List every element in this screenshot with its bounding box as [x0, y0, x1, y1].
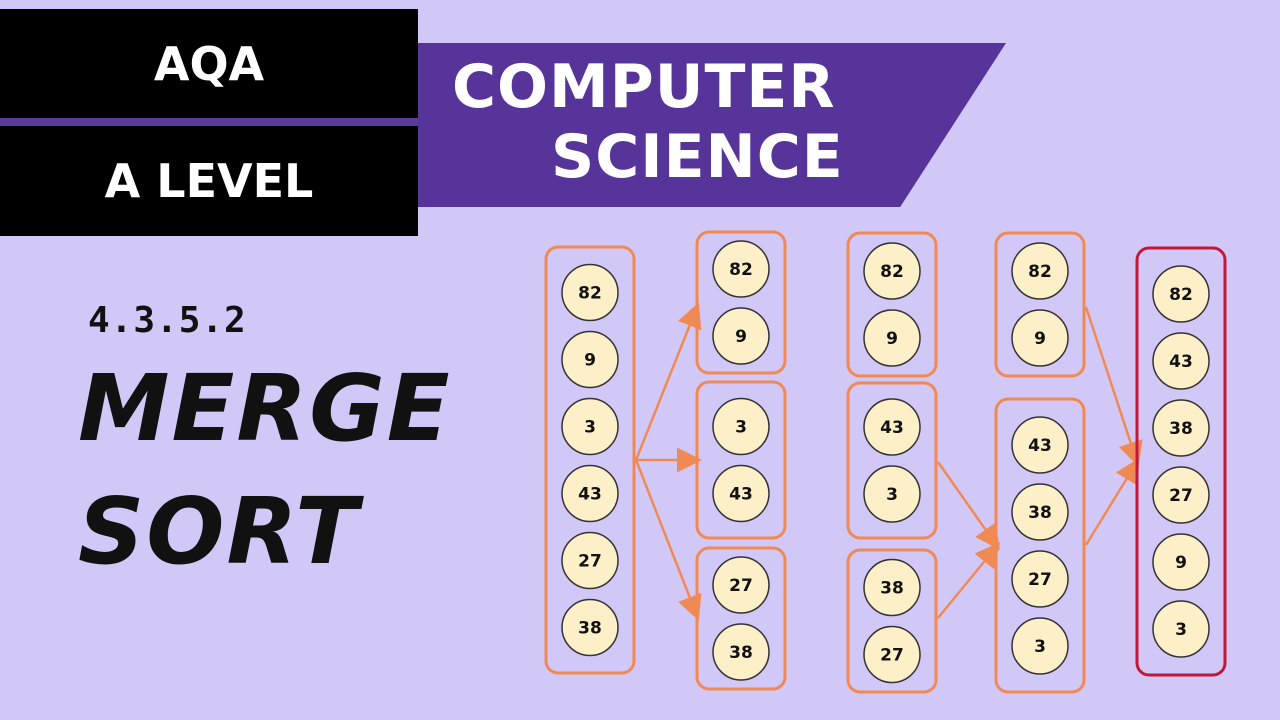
split-arrow: [634, 459, 702, 621]
value-node: [1152, 466, 1210, 524]
value-node: [1011, 550, 1069, 608]
value-node: [1011, 483, 1069, 541]
value-label: 82: [578, 284, 602, 304]
split-arrow: [937, 542, 1001, 619]
value-label: 43: [578, 485, 602, 505]
value-node: [712, 307, 770, 365]
value-node: [863, 309, 921, 367]
value-node: [561, 598, 619, 657]
value-node: [712, 623, 770, 681]
value-node: [863, 558, 921, 617]
value-node: [863, 625, 921, 684]
topic-title-line-2: SORT: [78, 478, 360, 585]
value-node: [1152, 399, 1210, 457]
value-node: [561, 397, 619, 456]
value-node: [561, 531, 619, 590]
value-label: 9: [1034, 329, 1046, 349]
value-node: [712, 464, 770, 523]
value-label: 38: [1028, 503, 1052, 523]
split-arrow: [634, 302, 702, 461]
value-group: [695, 546, 787, 691]
value-label: 82: [1028, 262, 1052, 282]
value-group: [695, 230, 787, 375]
split-arrow: [936, 461, 1000, 551]
level-label: A LEVEL: [0, 126, 418, 236]
value-label: 38: [880, 579, 904, 599]
value-node: [561, 464, 619, 523]
value-label: 43: [1028, 436, 1052, 456]
subject-line-2: SCIENCE: [551, 122, 844, 192]
value-label: 43: [729, 485, 753, 505]
value-label: 9: [1175, 553, 1187, 573]
value-label: 27: [880, 646, 904, 666]
value-label: 27: [1169, 486, 1193, 506]
value-node: [1152, 600, 1210, 658]
value-label: 38: [729, 643, 753, 663]
value-label: 9: [735, 327, 747, 347]
accent-line: [0, 118, 418, 126]
value-node: [1152, 533, 1210, 591]
value-group: [544, 245, 636, 675]
value-group: [994, 231, 1086, 378]
value-group: [695, 380, 787, 540]
value-node: [712, 556, 770, 614]
topic-title-line-1: MERGE: [78, 355, 452, 462]
value-node: [863, 242, 921, 300]
value-label: 27: [578, 552, 602, 572]
value-node: [1152, 265, 1210, 323]
value-group: [846, 381, 938, 540]
diagram-arrows: [634, 302, 1143, 621]
value-node: [561, 263, 619, 322]
value-node: [1011, 416, 1069, 474]
value-label: 38: [1169, 419, 1193, 439]
value-node: [1011, 242, 1069, 300]
value-node: [561, 330, 619, 389]
value-node: [1011, 309, 1069, 367]
section-number: 4.3.5.2: [88, 300, 247, 341]
value-node: [712, 397, 770, 456]
value-label: 3: [584, 418, 596, 438]
value-node: [863, 465, 921, 523]
value-group: [846, 231, 938, 378]
value-node: [863, 398, 921, 456]
value-label: 82: [729, 260, 753, 280]
value-node: [1152, 332, 1210, 390]
value-label: 9: [584, 351, 596, 371]
value-label: 27: [729, 576, 753, 596]
value-label: 27: [1028, 570, 1052, 590]
level-text: A LEVEL: [104, 154, 314, 208]
value-node: [1011, 617, 1069, 675]
value-label: 9: [886, 329, 898, 349]
value-group: [994, 397, 1086, 694]
subject-banner: [418, 43, 1006, 207]
value-label: 3: [1034, 637, 1046, 657]
value-label: 43: [1169, 352, 1193, 372]
final-sorted-group: [1135, 246, 1227, 677]
value-label: 82: [880, 262, 904, 282]
value-label: 3: [1175, 620, 1187, 640]
diagram-groups: 82 9 3 43 27 38 82 9 3 43 27 38 82 9 43 3 38 27 82 9 43 38 27 3…: [544, 230, 1227, 694]
board-label: AQA: [0, 9, 418, 119]
subject-line-1: COMPUTER: [452, 52, 836, 122]
value-node: [712, 240, 770, 298]
split-arrow: [1084, 306, 1143, 467]
value-label: 3: [886, 485, 898, 505]
value-label: 38: [578, 619, 602, 639]
board-text: AQA: [153, 37, 265, 91]
value-label: 43: [880, 418, 904, 438]
value-label: 3: [735, 418, 747, 438]
value-label: 82: [1169, 285, 1193, 305]
split-arrow: [1084, 457, 1140, 546]
value-group: [846, 548, 938, 694]
